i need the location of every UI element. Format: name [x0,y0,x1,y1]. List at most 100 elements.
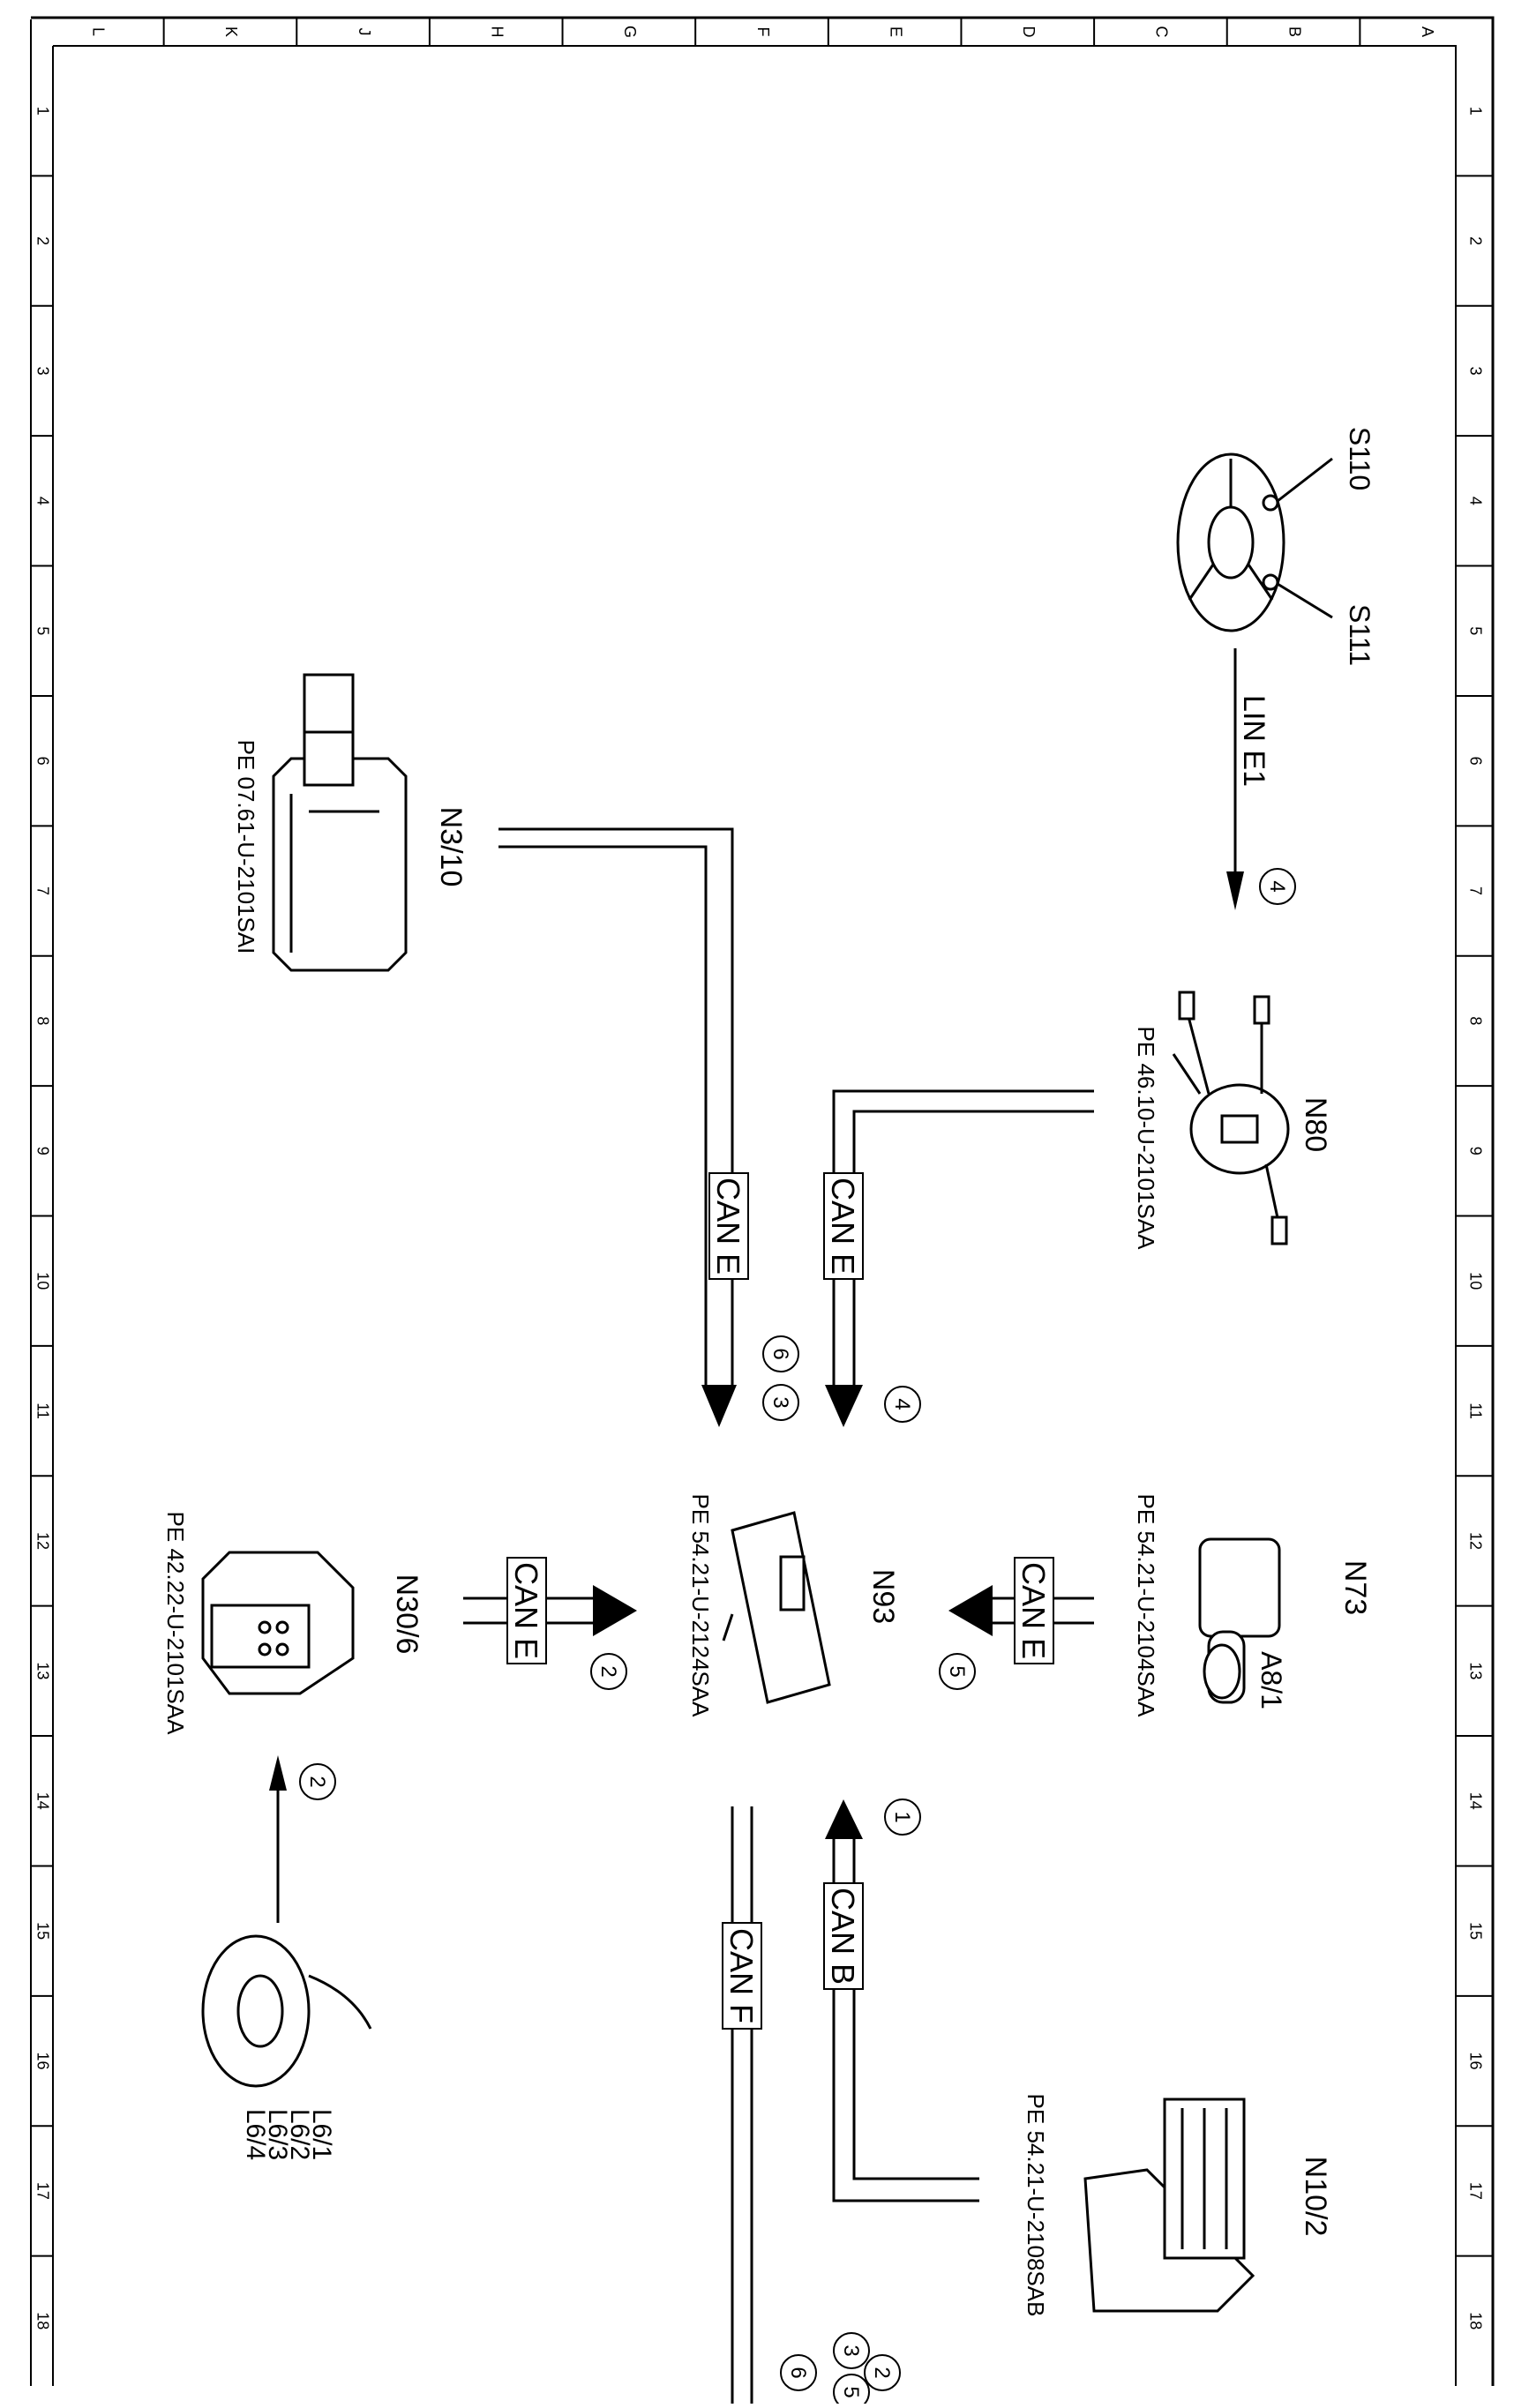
n93-ref: PE 54.21-U-2124SAA [687,1494,714,1718]
arrow-can-e-left [701,1385,737,1427]
grid-row-label: 2 [34,236,51,245]
grid-row-label: 3 [34,366,51,375]
grid-row-label: 12 [34,1532,51,1550]
circle-bottom-2: 2 [864,2354,901,2391]
grid-row-label: 13 [1466,1662,1484,1679]
circle-text: 3 [839,2344,863,2356]
grid-row-label: 17 [1466,2182,1484,2200]
n10-2-sam-icon [1083,2098,1255,2313]
can-e-n73-label-box: CAN E [1014,1557,1054,1664]
n10-2-label: N10/2 [1299,2157,1332,2237]
circle-sensor-2: 2 [299,1763,336,1800]
n3-10-ref-wrap: PE 07.61-U-2101SAI [233,740,259,954]
n93-label: N93 [866,1569,900,1624]
grid-row-label: 18 [1466,2312,1484,2329]
can-b-label: CAN B [825,1888,861,1985]
n93-label-wrap: N93 [866,1569,900,1624]
grid-row-label: 15 [34,1922,51,1940]
l6-3-label: L6/3 [263,2109,292,2160]
circle-text: 2 [305,1776,329,1787]
circle-bottom-6: 6 [780,2354,817,2391]
grid-row-label: 1 [34,107,51,116]
l6-2-label: L6/2 [285,2109,314,2160]
n80-ref: PE 46.10-U-2101SAA [1133,1027,1159,1251]
can-b-label-box: CAN B [823,1882,864,1990]
s111-label: S111 [1344,604,1375,666]
n80-label: N80 [1299,1097,1332,1152]
circle-can-e-n30-2: 2 [590,1653,627,1690]
n3-10-label: N3/10 [434,807,468,887]
n10-2-ref: PE 54.21-U-2108SAB [1023,2094,1049,2317]
s110-label: S110 [1344,427,1375,490]
grid-row-label: 5 [34,626,51,635]
circle-can-b-1: 1 [884,1799,921,1836]
circle-text: 2 [870,2367,894,2378]
n73-ignition-icon [1198,1537,1281,1704]
arrow-can-b [825,1799,863,1839]
n3-10-ref: PE 07.61-U-2101SAI [233,740,259,954]
circle-bottom-5: 5 [833,2374,870,2408]
circle-can-e-left-3: 3 [762,1384,799,1421]
can-e-right-label: CAN E [825,1178,861,1275]
n30-6-label: N30/6 [390,1574,423,1655]
n80-switch-icon [1172,991,1290,1245]
can-f-label: CAN F [723,1928,760,2023]
grid-column-label: C [1153,26,1171,38]
circle-text: 2 [596,1665,620,1677]
grid-row-label: 7 [34,886,51,895]
circle-text: 6 [786,2367,810,2378]
a8-1-label: A8/1 [1255,1651,1287,1709]
can-f-label-box: CAN F [722,1922,762,2030]
circle-text: 4 [890,1398,914,1410]
n73-ref-wrap: PE 54.21-U-2104SAA [1133,1494,1159,1718]
circle-text: 3 [768,1396,792,1408]
n30-6-label-wrap: N30/6 [390,1574,423,1655]
grid-row-label: 9 [1466,1147,1484,1155]
arrow-lin [1226,871,1244,910]
grid-row-label: 15 [1466,1922,1484,1940]
circle-text: 6 [768,1348,792,1359]
grid-row-label: 5 [1466,626,1484,635]
grid-row-label: 11 [1466,1402,1484,1419]
grid-row-label: 2 [1466,236,1484,245]
circle-can-e-n73-5: 5 [939,1653,976,1690]
n3-10-ecu-icon [272,673,408,972]
circle-bottom-3: 3 [833,2332,870,2369]
grid-row-label: 16 [1466,2053,1484,2070]
grid-row-label: 12 [1466,1532,1484,1550]
a8-1-label-wrap: A8/1 [1255,1651,1287,1709]
grid-column-label: G [621,26,639,38]
circle-text: 1 [890,1811,914,1822]
grid-row-label: 8 [1466,1016,1484,1025]
n73-label-wrap: N73 [1338,1560,1372,1615]
n10-2-ref-wrap: PE 54.21-U-2108SAB [1023,2094,1049,2317]
n73-label: N73 [1338,1560,1372,1615]
grid-row-label: 16 [34,2053,51,2070]
grid-row-label: 14 [34,1792,51,1810]
lin-label: LIN E1 [1237,695,1270,787]
grid-row-label: 9 [34,1147,51,1155]
circle-can-e-right-4: 4 [884,1386,921,1423]
arrow-sensor [269,1755,287,1791]
s111-label-wrap: S111 [1344,604,1375,666]
n30-6-ref-wrap: PE 42.22-U-2101SAA [162,1512,189,1736]
grid-row-label: 11 [34,1402,51,1419]
grid-row-label: 18 [34,2312,51,2329]
grid-column-label: K [222,26,240,37]
grid-row-label: 6 [1466,757,1484,766]
n30-6-ref: PE 42.22-U-2101SAA [162,1512,189,1736]
can-e-left-label: CAN E [710,1178,746,1275]
brake-disc-sensor-icon [201,1934,372,2088]
grid-column-label: J [356,28,373,36]
lin-e1-label: LIN E1 [1237,695,1270,787]
can-e-n30-label-box: CAN E [506,1557,547,1664]
wheel-sensor-labels: L6/1 L6/2 L6/3 L6/4 [241,2109,336,2160]
n10-2-label-wrap: N10/2 [1299,2157,1332,2237]
arrow-can-e-n73 [948,1585,993,1636]
circle-lin-text: 4 [1265,880,1289,892]
grid-column-label: L [90,27,108,36]
